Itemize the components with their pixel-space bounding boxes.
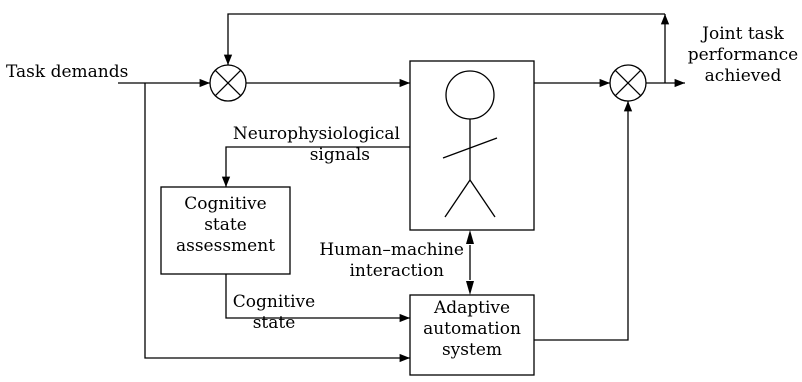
joint-task-line-1: Joint task: [702, 24, 784, 44]
cognitive-state-assessment-box: [160, 186, 291, 275]
hmi-arrowhead-up: [466, 230, 474, 244]
csa-line-2: state: [204, 215, 247, 235]
aas-line-2: automation: [423, 319, 521, 339]
neurophysiological-signals-arrow: [221, 146, 410, 187]
neuro-line-2: signals: [309, 145, 370, 165]
cognitive-state-arrow: [225, 274, 410, 323]
summing-junction-output: [609, 64, 647, 102]
cog-state-line-1: Cognitive: [232, 292, 316, 312]
neuro-line-1: Neurophysiological: [232, 124, 400, 144]
task-demands-label: Task demands: [6, 62, 129, 82]
csa-line-3: assessment: [175, 236, 276, 256]
neurophysiological-signals-label: Neurophysiological signals: [214, 124, 400, 166]
adaptive-automation-box: [409, 294, 535, 376]
human-figure-icon: [442, 70, 498, 218]
automation-to-junction-arrow: [534, 101, 633, 341]
human-operator-box: [409, 60, 535, 231]
aas-line-1: Adaptive: [433, 298, 511, 318]
hmi-arrowhead-down: [466, 281, 474, 295]
human-machine-interaction-label: Human–machine interaction: [300, 240, 464, 282]
joint-task-performance-label: Joint task performance achieved: [684, 24, 802, 87]
cognitive-state-assessment-label: Cognitive state assessment: [161, 194, 290, 257]
csa-line-1: Cognitive: [184, 194, 267, 214]
aas-line-3: system: [441, 340, 503, 360]
joint-task-line-2: performance: [687, 45, 799, 65]
cog-state-line-2: state: [252, 313, 296, 333]
hmi-line-1: Human–machine: [319, 240, 464, 260]
hmi-line-2: interaction: [349, 261, 444, 281]
feedback-loop-arrow: [223, 13, 665, 65]
joint-task-line-3: achieved: [704, 66, 782, 86]
adaptive-automation-label: Adaptive automation system: [410, 298, 534, 361]
cognitive-state-label: Cognitive state: [226, 292, 322, 334]
task-demands-to-automation-arrow: [144, 83, 410, 363]
summing-junction-input: [209, 64, 247, 102]
